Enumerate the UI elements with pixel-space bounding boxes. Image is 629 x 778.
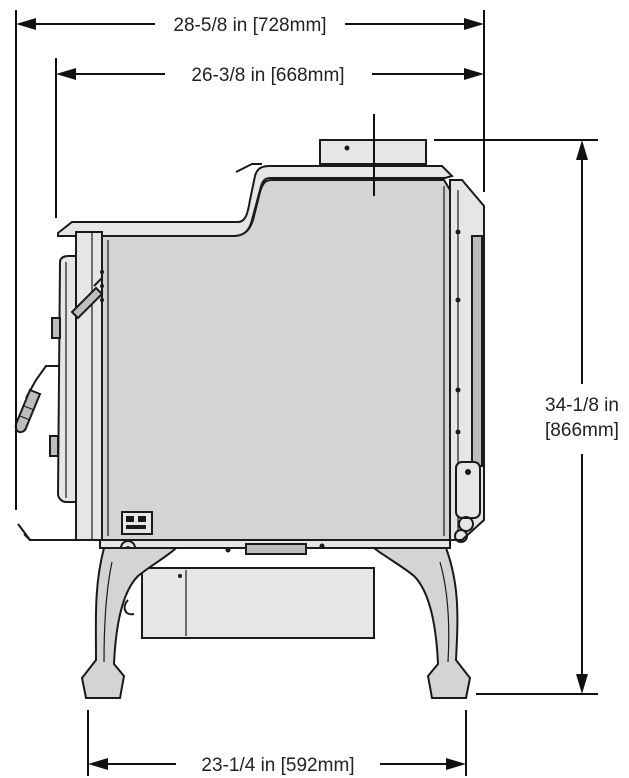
ash-pan	[123, 567, 375, 639]
rear-heat-shield	[449, 179, 485, 541]
pedestal-rail	[99, 539, 451, 555]
firebox-body	[99, 179, 451, 541]
door-latch-lever	[70, 277, 104, 320]
dimension-overall-width: 28-5/8 in [728mm]	[15, 10, 485, 510]
body-width-label: 26-3/8 in [668mm]	[191, 65, 344, 86]
height-in-label: 34-1/8 in	[545, 395, 619, 416]
front-leg	[80, 547, 179, 699]
rear-air-control	[454, 461, 481, 543]
front-door-frame	[75, 231, 104, 541]
leg-width-label: 23-1/4 in [592mm]	[201, 755, 354, 776]
dimension-body-width: 26-3/8 in [668mm]	[55, 58, 484, 218]
dimension-height: 34-1/8 in [866mm]	[434, 139, 619, 695]
label-plate	[121, 511, 153, 535]
dimension-leg-width: 23-1/4 in [592mm]	[87, 710, 467, 776]
overall-width-label: 28-5/8 in [728mm]	[173, 15, 326, 36]
rear-leg	[371, 547, 472, 699]
height-mm-label: [866mm]	[545, 420, 619, 441]
door-handle	[14, 365, 60, 434]
stove-illustration	[14, 139, 485, 699]
front-door	[49, 255, 77, 503]
